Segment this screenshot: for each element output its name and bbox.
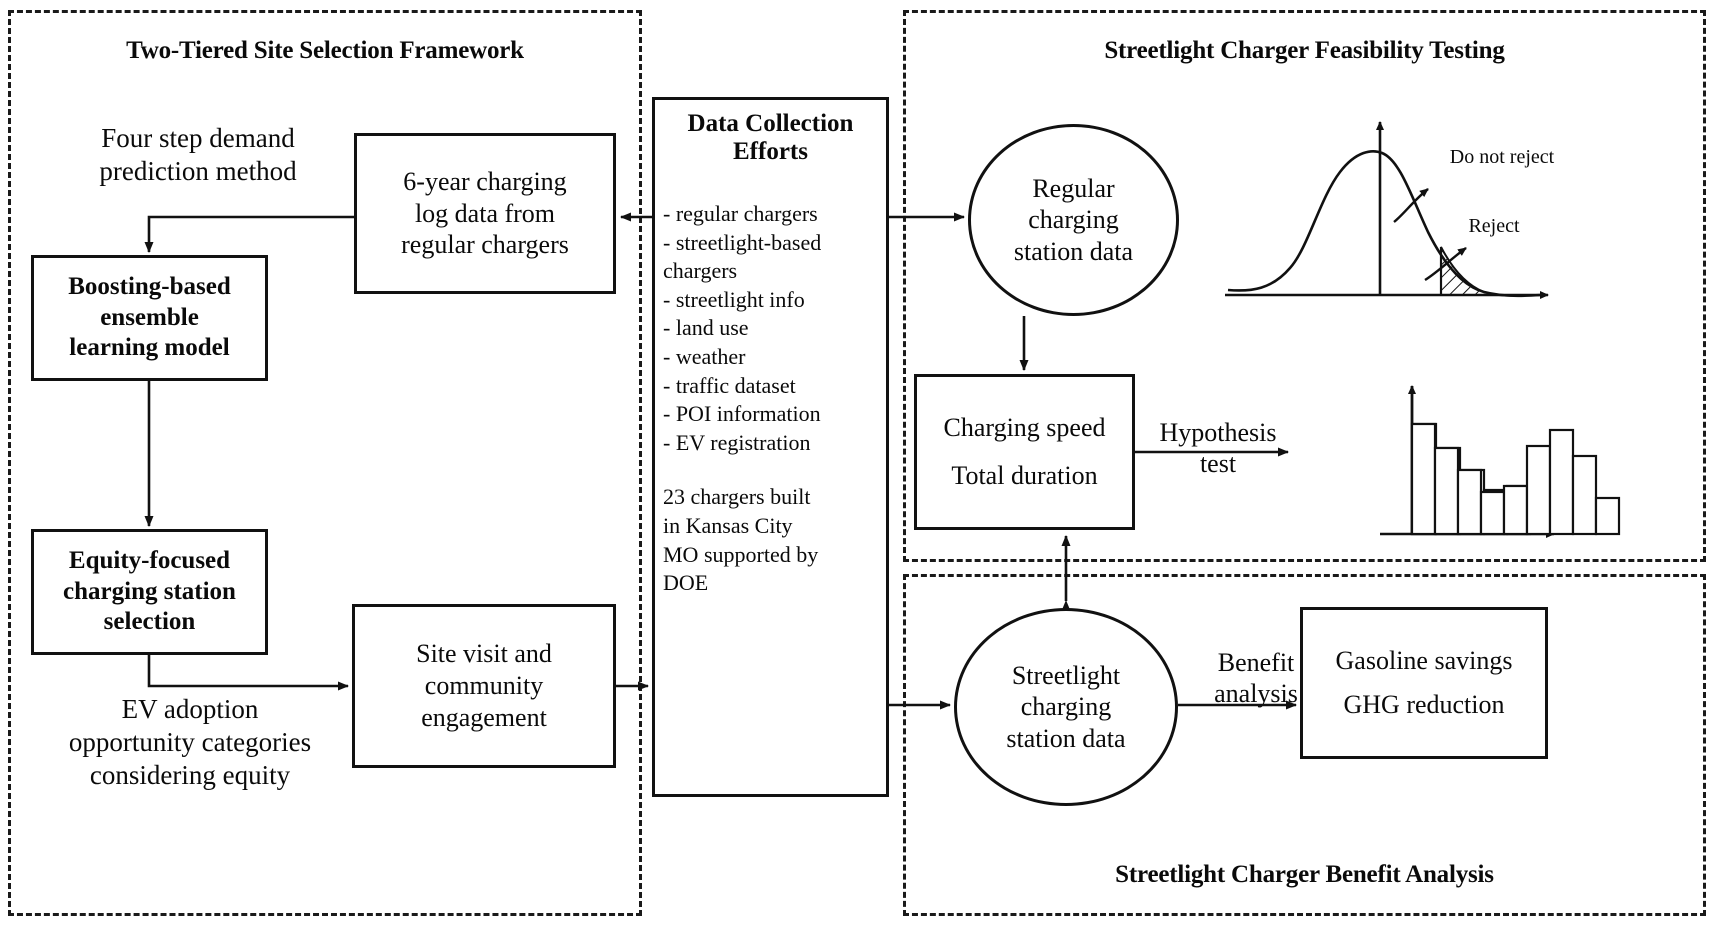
box-outcomes-line-2: GHG reduction	[1343, 690, 1505, 719]
box-boosting-ensemble-model: Boosting-based ensemble learning model	[31, 255, 268, 381]
panel-streetlight-charger-feasibility	[903, 10, 1706, 562]
box-boosting-line-2: ensemble	[100, 303, 199, 331]
annotation-reject: Reject	[1468, 215, 1520, 237]
box-site-visit-line-2: community	[424, 671, 544, 701]
box-log-line-2: log data from	[414, 198, 556, 228]
label-four-step-demand-prediction: Four step demand prediction method	[99, 123, 297, 186]
list-item: chargers	[663, 258, 738, 284]
panel-streetlight-charger-benefit	[903, 574, 1706, 916]
panel-two-tiered-site-selection	[8, 10, 642, 916]
box-metrics-line-2: Total duration	[951, 461, 1098, 490]
box-charging-speed-total-duration: Charging speed Total duration	[914, 374, 1135, 530]
node-regular-charging-station-data: Regular charging station data	[968, 124, 1179, 316]
box-boosting-line-3: learning model	[69, 334, 230, 362]
data-collection-list: - regular chargers - streetlight-based c…	[655, 200, 886, 457]
list-item: - regular chargers	[663, 201, 818, 226]
node-streetlight-line-1: Streetlight	[1011, 661, 1121, 691]
box-gasoline-savings-ghg-reduction: Gasoline savings GHG reduction	[1300, 607, 1548, 759]
panel-title-feasibility: Streetlight Charger Feasibility Testing	[1104, 37, 1505, 64]
list-item: - streetlight-based	[663, 229, 822, 255]
box-outcomes-line-1: Gasoline savings	[1335, 646, 1513, 676]
node-regular-line-2: charging	[1028, 205, 1119, 235]
panel-data-collection-efforts: Data Collection Efforts - regular charge…	[652, 97, 889, 797]
edge-label-benefit-analysis: Benefit analysis	[1214, 648, 1298, 708]
node-streetlight-line-2: charging	[1020, 692, 1112, 722]
list-item: - EV registration	[663, 429, 811, 455]
list-item: - weather	[663, 343, 746, 369]
panel-title-two-tiered: Two-Tiered Site Selection Framework	[126, 37, 524, 64]
list-item: - streetlight info	[663, 286, 805, 312]
data-collection-title-line-1: Data Collection	[687, 110, 854, 137]
box-equity-focused-selection: Equity-focused charging station selectio…	[31, 529, 268, 655]
box-log-line-1: 6-year charging	[403, 166, 567, 196]
list-item: - POI information	[663, 401, 821, 427]
box-metrics-line-1: Charging speed	[943, 413, 1106, 443]
box-boosting-line-1: Boosting-based	[68, 273, 231, 301]
box-site-visit-line-3: engagement	[421, 702, 547, 732]
box-site-visit-community-engagement: Site visit and community engagement	[352, 604, 616, 768]
box-six-year-charging-log-data: 6-year charging log data from regular ch…	[354, 133, 616, 294]
node-regular-line-1: Regular	[1032, 174, 1115, 204]
data-collection-title: Data Collection Efforts	[655, 110, 886, 166]
node-streetlight-line-3: station data	[1006, 723, 1126, 753]
data-collection-title-line-2: Efforts	[733, 138, 808, 165]
edge-label-hypothesis-test: Hypothesis test	[1159, 418, 1277, 478]
node-regular-line-3: station data	[1013, 236, 1134, 266]
panel-title-benefit: Streetlight Charger Benefit Analysis	[1115, 861, 1494, 888]
box-equity-line-1: Equity-focused	[68, 547, 231, 575]
data-collection-note: 23 chargers built in Kansas City MO supp…	[663, 484, 819, 596]
annotation-do-not-reject: Do not reject	[1449, 146, 1555, 168]
list-item: - traffic dataset	[663, 372, 796, 398]
box-equity-line-3: selection	[103, 608, 196, 636]
box-site-visit-line-1: Site visit and	[416, 639, 552, 669]
label-ev-adoption-opportunity: EV adoption opportunity categories consi…	[68, 694, 312, 790]
node-streetlight-charging-station-data: Streetlight charging station data	[954, 608, 1178, 806]
box-log-line-3: regular chargers	[401, 230, 569, 260]
list-item: - land use	[663, 315, 749, 341]
box-equity-line-2: charging station	[63, 577, 236, 605]
